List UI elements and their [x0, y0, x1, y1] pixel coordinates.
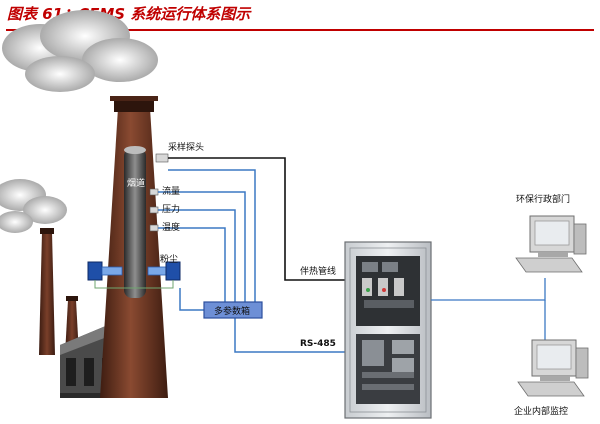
smoke-plume-icon	[0, 10, 158, 233]
computer-icon	[517, 339, 589, 397]
dust-sensor-icon	[87, 261, 181, 289]
signal-lines	[158, 169, 356, 353]
label-heated-line: 伴热管线	[300, 265, 336, 277]
label-rs485: RS-485	[300, 339, 336, 349]
computer-icon	[515, 215, 587, 273]
label-sampling-probe: 采样探头	[168, 141, 204, 153]
label-flue: 烟道	[127, 177, 145, 189]
multi-param-box	[203, 301, 263, 319]
label-env-dept: 环保行政部门	[516, 193, 570, 205]
label-temperature: 温度	[162, 221, 180, 233]
label-enterprise-monitor: 企业内部监控	[514, 405, 568, 417]
label-dust: 粉尘	[160, 253, 178, 265]
heated-line	[168, 157, 356, 281]
analyzer-cabinet-icon	[344, 241, 432, 419]
title-rule	[6, 29, 594, 31]
main-chimney	[100, 96, 168, 398]
label-pressure: 压力	[162, 203, 180, 215]
small-chimneys	[39, 228, 79, 355]
label-flow: 流量	[162, 185, 180, 197]
network-lines	[431, 278, 546, 360]
label-multi-param-box: 多参数箱	[214, 305, 250, 317]
